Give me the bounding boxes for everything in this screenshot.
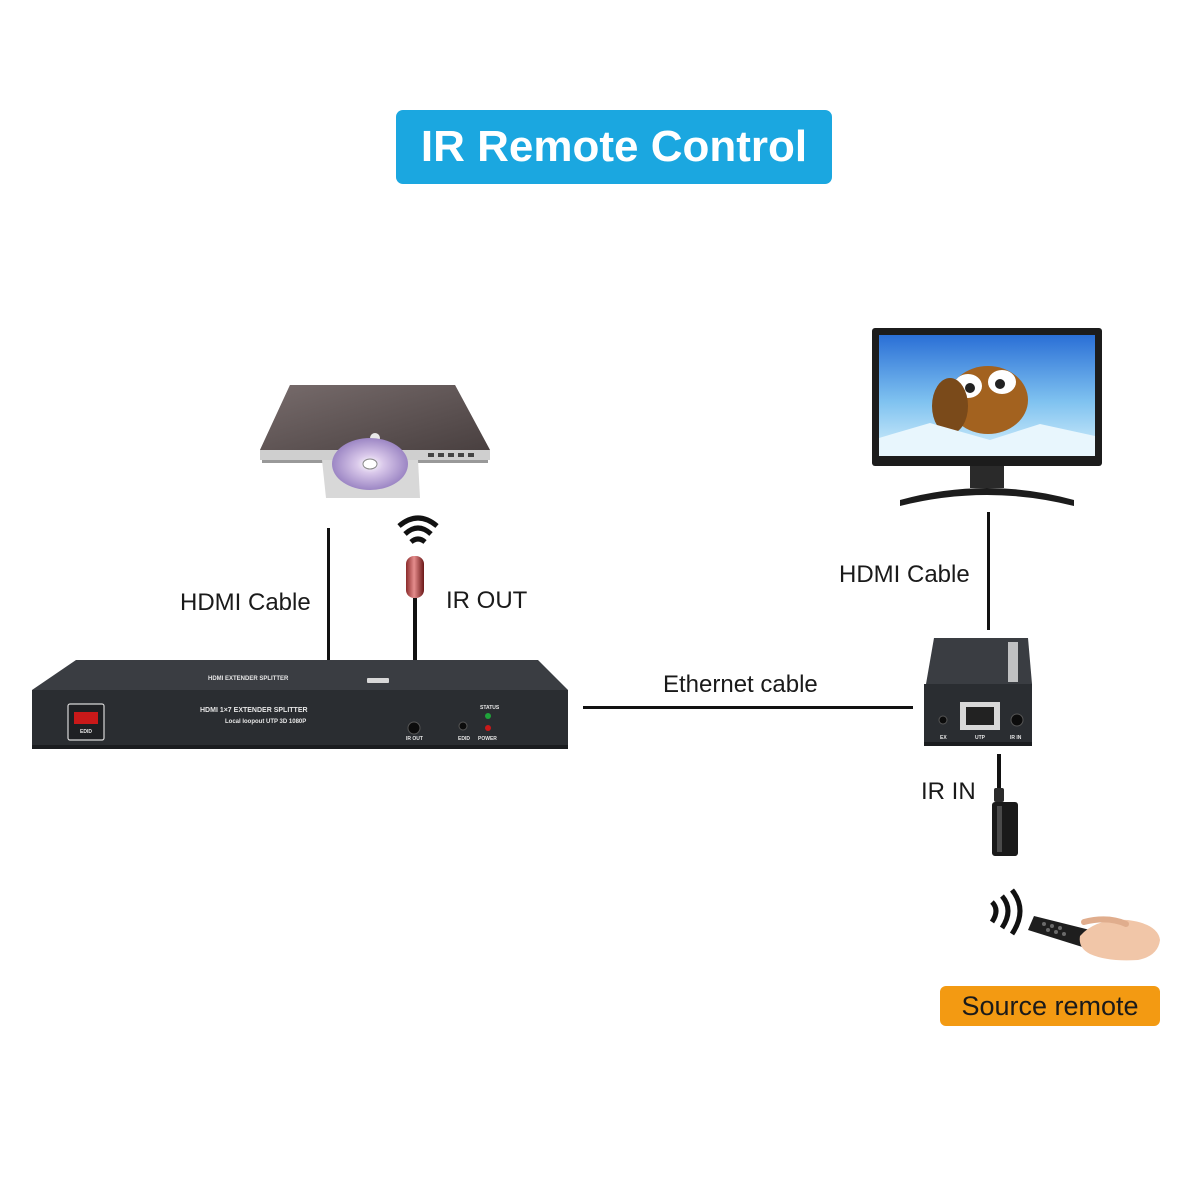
ethernet-cable-line [583, 706, 913, 709]
title-badge: IR Remote Control [396, 110, 832, 184]
hdmi-cable-right-label: HDMI Cable [839, 561, 970, 588]
splitter-device: HDMI EXTENDER SPLITTER HDMI 1×7 EXTENDER… [30, 660, 570, 750]
source-remote-label: Source remote [961, 990, 1139, 1021]
splitter-top-text: HDMI EXTENDER SPLITTER [208, 676, 289, 682]
splitter-power: POWER [478, 736, 497, 742]
splitter-port-edid: EDID [458, 736, 470, 742]
splitter-name-line1: HDMI 1×7 EXTENDER SPLITTER [200, 707, 308, 714]
page-title: IR Remote Control [420, 122, 808, 171]
ir-signal-icon [397, 515, 439, 544]
splitter-edid-label: EDID [80, 729, 92, 735]
receiver-device: EX UTP IR IN [920, 636, 1034, 748]
splitter-name-line2: Local loopout UTP 3D 1080P [225, 719, 307, 725]
ir-in-label: IR IN [921, 778, 976, 805]
ir-out-label: IR OUT [446, 587, 528, 614]
receiver-port-utp: UTP [975, 735, 985, 741]
splitter-status: STATUS [480, 705, 500, 711]
hdmi-cable-left-line [327, 528, 330, 666]
receiver-port-ir-in: IR IN [1010, 735, 1022, 741]
monitor-icon [872, 328, 1102, 506]
hdmi-cable-right-line [987, 512, 990, 630]
ethernet-cable-label: Ethernet cable [663, 671, 818, 698]
remote-hand-icon [989, 888, 1160, 961]
ir-receiver-icon [992, 754, 1018, 856]
source-remote-badge: Source remote [940, 986, 1160, 1026]
hdmi-cable-left-label: HDMI Cable [180, 589, 311, 616]
receiver-port-ex: EX [940, 735, 947, 741]
splitter-port-ir-out: IR OUT [406, 736, 423, 742]
dvd-player-icon [260, 385, 490, 498]
